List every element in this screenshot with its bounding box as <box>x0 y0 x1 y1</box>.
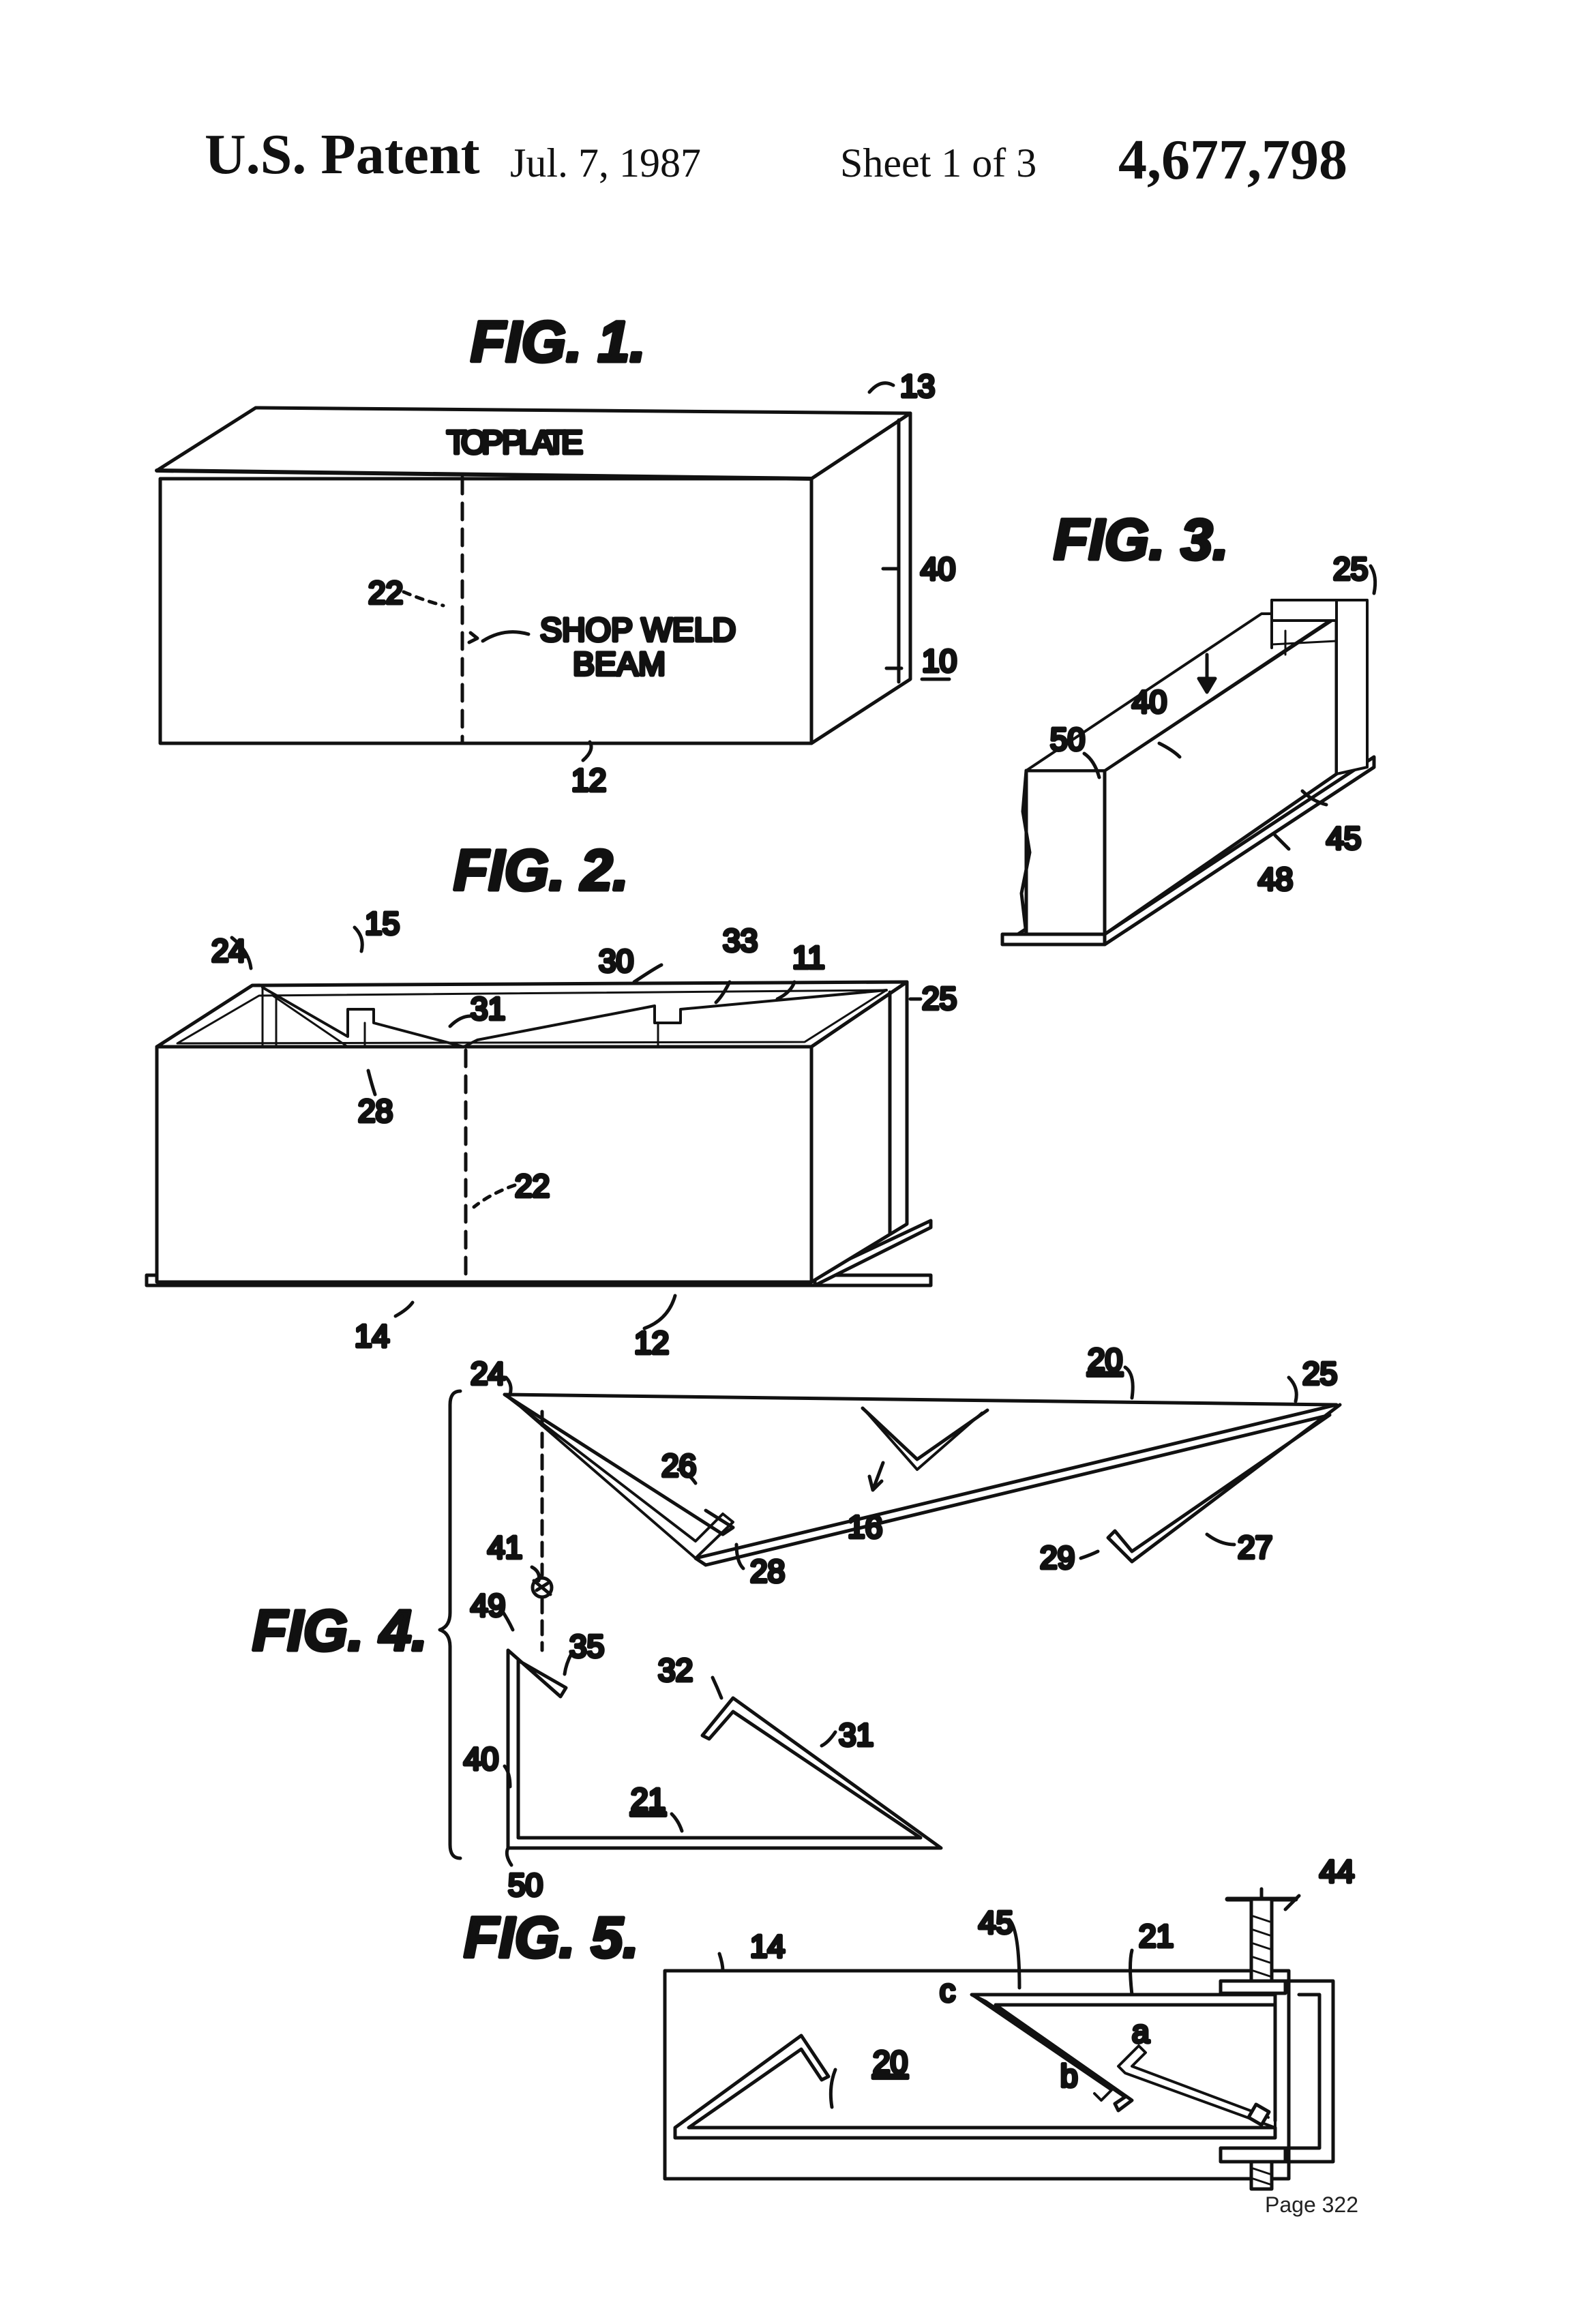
fig5-ref-a: a <box>1132 2014 1150 2049</box>
fig4-ref-26: 26 <box>661 1448 696 1483</box>
fig4-ref-35: 35 <box>569 1628 604 1664</box>
fig4-ref-16: 16 <box>848 1509 882 1545</box>
fig1-beam-text: BEAM <box>573 646 666 683</box>
fig3-ref-45: 45 <box>1326 820 1361 856</box>
fig4-ref-49: 49 <box>471 1588 505 1623</box>
fig4-ref-31: 31 <box>839 1717 874 1753</box>
fig1-top-plate-text: TOP PLATE <box>447 425 583 461</box>
fig1-ref-22: 22 <box>368 575 403 610</box>
fig4-ref-40: 40 <box>464 1741 498 1776</box>
fig5-ref-21: 21 <box>1139 1918 1174 1954</box>
fig5-ref-45: 45 <box>979 1905 1013 1940</box>
fig4-ref-21: 21 <box>631 1782 666 1817</box>
fig2-ref-14: 14 <box>355 1318 389 1354</box>
fig4-label: FIG. 4. <box>252 1598 428 1663</box>
fig5-label: FIG. 5. <box>464 1905 639 1969</box>
fig4-ref-50: 50 <box>508 1867 543 1903</box>
fig3-ref-40: 40 <box>1132 684 1167 719</box>
fig2-ref-24: 24 <box>211 933 246 968</box>
fig4-section-drawing <box>440 1367 1340 1865</box>
fig2-ref-28: 28 <box>358 1093 393 1129</box>
fig5-ref-b: b <box>1060 2058 1078 2094</box>
fig5-ref-c: c <box>940 1973 955 2008</box>
fig4-ref-25: 25 <box>1302 1356 1337 1391</box>
fig2-ref-22: 22 <box>515 1168 550 1204</box>
fig1-ref-40: 40 <box>921 551 955 586</box>
fig2-box-drawing <box>147 927 931 1328</box>
fig4-ref-28: 28 <box>750 1553 785 1589</box>
fig2-ref-25: 25 <box>922 981 957 1016</box>
fig2-ref-30: 30 <box>599 943 633 979</box>
fig1-ref-13: 13 <box>900 368 935 404</box>
fig4-ref-32: 32 <box>658 1652 693 1688</box>
fig1-label: FIG. 1. <box>471 310 646 374</box>
page-number: Page 322 <box>1265 2192 1358 2218</box>
fig2-ref-33: 33 <box>723 923 758 958</box>
fig2-label: FIG. 2. <box>453 838 629 902</box>
fig4-ref-24: 24 <box>471 1356 505 1391</box>
fig2-ref-11: 11 <box>792 940 825 975</box>
fig5-ref-44: 44 <box>1319 1853 1354 1889</box>
fig2-ref-12: 12 <box>634 1325 669 1360</box>
fig4-ref-27: 27 <box>1238 1530 1272 1565</box>
fig5-ref-20: 20 <box>873 2044 908 2080</box>
fig3-label: FIG. 3. <box>1054 507 1229 571</box>
fig4-ref-41: 41 <box>488 1530 522 1565</box>
fig1-ref-12: 12 <box>571 762 606 798</box>
fig1-shop-weld-text: SHOP WELD <box>540 612 736 649</box>
fig5-ref-14: 14 <box>750 1928 785 1964</box>
fig3-ref-50: 50 <box>1050 721 1085 757</box>
fig2-ref-31: 31 <box>471 991 505 1026</box>
fig3-ref-48: 48 <box>1258 861 1293 897</box>
fig4-ref-29: 29 <box>1040 1540 1075 1575</box>
fig3-ref-25: 25 <box>1333 551 1368 586</box>
fig4-ref-20: 20 <box>1088 1342 1122 1377</box>
fig2-ref-15: 15 <box>365 906 400 941</box>
fig1-ref-10: 10 <box>922 643 957 679</box>
